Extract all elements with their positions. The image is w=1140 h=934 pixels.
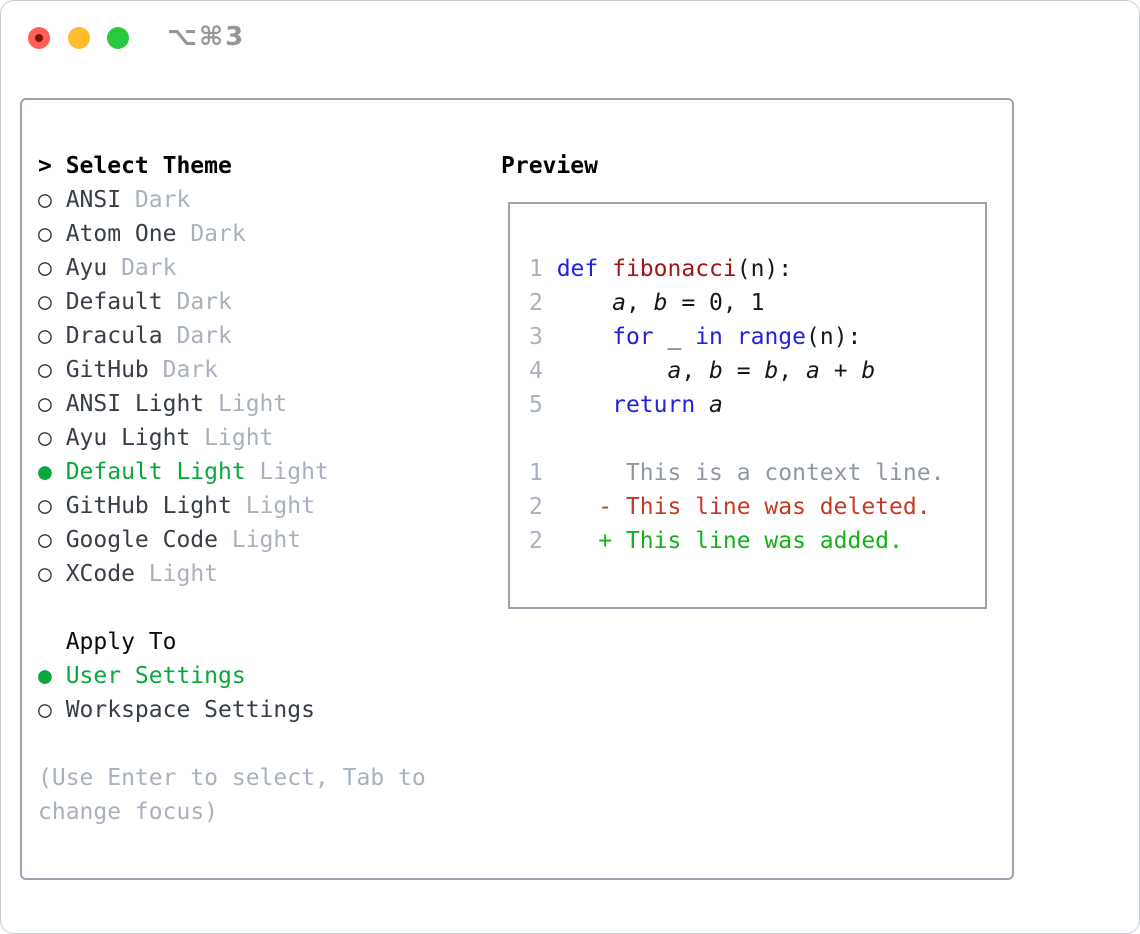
theme-option[interactable]: ○ Ayu Light Light [38, 421, 478, 455]
theme-option[interactable]: ○ GitHub Dark [38, 353, 478, 387]
theme-variant: Dark [176, 221, 246, 247]
theme-name: Ayu [65, 255, 108, 281]
radio-icon: ○ [38, 323, 52, 349]
apply-to-title: Apply To [65, 629, 177, 655]
diff-block: 1 This is a context line.2 - This line w… [529, 456, 985, 558]
theme-variant: Light [218, 527, 302, 553]
theme-option[interactable]: ○ Atom One Dark [38, 217, 478, 251]
radio-icon: ○ [38, 561, 52, 587]
theme-option[interactable]: ● Default Light Light [38, 455, 478, 489]
theme-name: Atom One [65, 221, 177, 247]
code-diff-separator [529, 422, 985, 456]
line-number: 2 [529, 528, 543, 554]
theme-variant: Dark [121, 187, 191, 213]
theme-option[interactable]: ○ Google Code Light [38, 523, 478, 557]
apply-option-label: User Settings [65, 663, 246, 689]
radio-icon: ○ [38, 357, 52, 383]
radio-icon: ○ [38, 697, 52, 723]
apply-option[interactable]: ○ Workspace Settings [38, 693, 478, 727]
theme-option[interactable]: ○ ANSI Dark [38, 183, 478, 217]
theme-option-list: ○ ANSI Dark ○ Atom One Dark ○ Ayu Dark ○ Defaul… [38, 183, 478, 591]
radio-icon: ○ [38, 425, 52, 451]
line-number: 3 [529, 324, 543, 350]
radio-icon: ○ [38, 527, 52, 553]
apply-to-section: Apply To ● User Settings ○ Workspace Settin… [38, 625, 478, 727]
radio-icon: ○ [38, 493, 52, 519]
code-line: 4 a, b = b, a + b [529, 354, 985, 388]
radio-icon: ○ [38, 255, 52, 281]
apply-option[interactable]: ● User Settings [38, 659, 478, 693]
theme-variant: Light [245, 459, 329, 485]
line-number: 1 [529, 460, 543, 486]
theme-variant: Dark [107, 255, 177, 281]
theme-list-header: > Select Theme [38, 149, 478, 183]
code-line: 5 return a [529, 388, 985, 422]
radio-selected-icon: ● [38, 459, 52, 485]
theme-option[interactable]: ○ Ayu Dark [38, 251, 478, 285]
line-number: 1 [529, 256, 543, 282]
theme-variant: Dark [162, 289, 232, 315]
theme-name: Default [65, 289, 163, 315]
window-title: ⌥⌘3 [167, 22, 246, 52]
theme-option[interactable]: ○ Default Dark [38, 285, 478, 319]
zoom-button[interactable] [107, 27, 129, 49]
theme-name: GitHub Light [65, 493, 232, 519]
diff-text: This is a context line. [542, 460, 945, 486]
radio-icon: ○ [38, 391, 52, 417]
theme-name: ANSI Light [65, 391, 205, 417]
line-number: 2 [529, 290, 543, 316]
cursor-icon: > [38, 153, 52, 179]
theme-variant: Dark [148, 357, 219, 383]
theme-variant: Light [231, 493, 315, 519]
theme-name: Google Code [65, 527, 219, 553]
theme-option[interactable]: ○ ANSI Light Light [38, 387, 478, 421]
diff-text: + This line was added. [542, 528, 903, 554]
theme-name: ANSI [65, 187, 122, 213]
minimize-button[interactable] [68, 27, 90, 49]
diff-text: - This line was deleted. [542, 494, 931, 520]
theme-list-title: Select Theme [65, 153, 232, 179]
theme-name: XCode [65, 561, 135, 587]
radio-icon: ○ [38, 221, 52, 247]
radio-icon: ○ [38, 289, 52, 315]
theme-name: Dracula [65, 323, 163, 349]
code-line: 2 a, b = 0, 1 [529, 286, 985, 320]
theme-option[interactable]: ○ XCode Light [38, 557, 478, 591]
radio-icon: ○ [38, 187, 52, 213]
left-column: >Select Theme ○ANSI Dark○Atom One Dark○A… [38, 149, 478, 829]
line-number: 4 [529, 358, 543, 384]
diff-line: 2 + This line was added. [529, 524, 985, 558]
theme-name: Ayu Light [65, 425, 191, 451]
theme-variant: Dark [162, 323, 232, 349]
close-button[interactable] [28, 27, 50, 49]
line-number: 2 [529, 494, 543, 520]
diff-line: 2 - This line was deleted. [529, 490, 985, 524]
theme-variant: Light [204, 391, 288, 417]
theme-option[interactable]: ○ Dracula Dark [38, 319, 478, 353]
theme-variant: Light [190, 425, 274, 451]
apply-option-label: Workspace Settings [65, 697, 315, 723]
diff-line: 1 This is a context line. [529, 456, 985, 490]
theme-name: GitHub [65, 357, 149, 383]
theme-name: Default Light [65, 459, 246, 485]
apply-option-list: ● User Settings ○ Workspace Settings [38, 659, 478, 727]
preview-title: Preview [501, 153, 598, 179]
help-text: (Use Enter to select, Tab to change focu… [38, 765, 426, 825]
code-line: 1 def fibonacci(n): [529, 252, 985, 286]
theme-option[interactable]: ○ GitHub Light Light [38, 489, 478, 523]
code-line: 3 for _ in range(n): [529, 320, 985, 354]
radio-selected-icon: ● [38, 663, 52, 689]
theme-variant: Light [134, 561, 219, 587]
line-number: 5 [529, 392, 543, 418]
main-panel: >Select Theme ○ANSI Dark○Atom One Dark○A… [20, 98, 1014, 880]
